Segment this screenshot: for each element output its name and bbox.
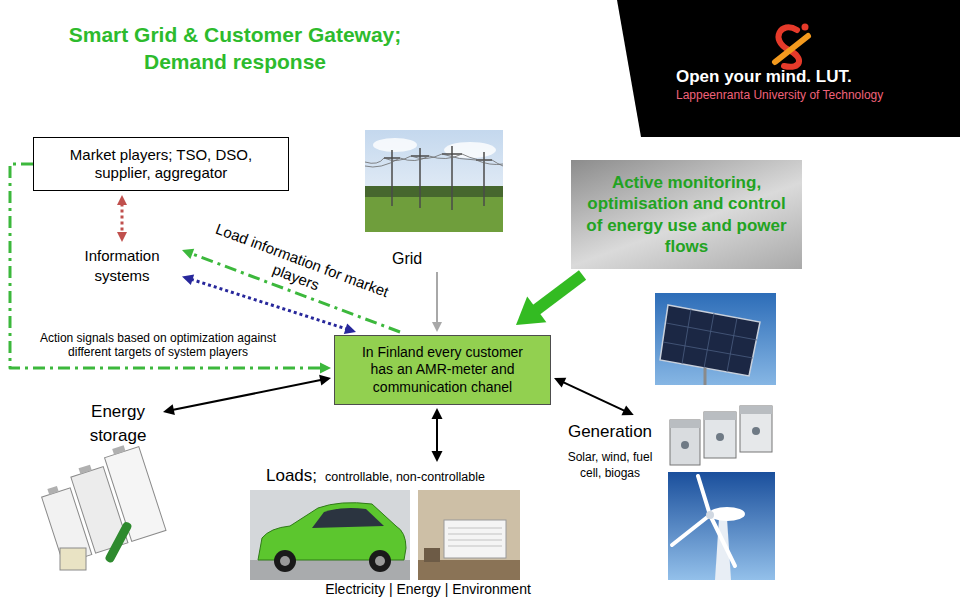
node-text: Energy storage <box>78 400 158 448</box>
node-text: Information systems <box>67 246 177 287</box>
arrow-head <box>320 363 331 374</box>
arrow-head <box>344 323 356 333</box>
node-text: Loads; <box>266 466 317 486</box>
arrow-head <box>621 405 633 415</box>
arrow-head <box>432 408 443 419</box>
logo-slogan: Open your mind. LUT. <box>676 67 852 87</box>
node-text: Active monitoring, optimisation and cont… <box>579 172 794 257</box>
arrow-head <box>182 274 194 284</box>
node-text: Grid <box>392 249 422 268</box>
wind-turbine-photo <box>668 472 775 580</box>
arrow-head <box>319 375 331 386</box>
arrow-head <box>182 249 194 259</box>
connector-line <box>436 417 438 452</box>
node-text: In Finland every customer has an AMR-met… <box>349 344 536 397</box>
arrow-head <box>432 451 443 462</box>
logo-band <box>617 0 960 137</box>
diagram-title: Smart Grid & Customer Gateway; Demand re… <box>55 21 415 75</box>
red-dotted-arrow <box>117 195 127 242</box>
monitoring-box: Active monitoring, optimisation and cont… <box>571 160 802 269</box>
black-arrow <box>432 408 443 462</box>
arrow-head <box>163 404 175 415</box>
connector-line <box>534 275 583 312</box>
arrow-head <box>432 322 442 332</box>
black-arrow <box>554 378 634 416</box>
big-green-arrow <box>516 275 583 325</box>
storage-heater-photo <box>418 490 520 580</box>
solar-panel-photo <box>655 293 776 385</box>
grid-node: Grid <box>365 128 505 270</box>
connector-line <box>172 380 322 410</box>
loads-node: Loads; controllable, non-controllable <box>266 466 524 486</box>
connector-line <box>436 272 438 324</box>
connector-line <box>562 382 625 411</box>
market-players-box: Market players; TSO, DSO, supplier, aggr… <box>33 137 289 191</box>
arrow-head <box>117 232 127 242</box>
black-arrow <box>163 375 331 415</box>
node-subtext: controllable, non-controllable <box>325 470 485 485</box>
node-text: Generation <box>568 421 652 443</box>
logo-ampersand <box>775 24 809 67</box>
arrow-head <box>516 297 546 325</box>
grid-photo <box>365 130 503 232</box>
node-text: Market players; TSO, DSO, supplier, aggr… <box>40 146 282 182</box>
edge-label: Load information for market players <box>195 215 404 323</box>
footer-text: Electricity | Energy | Environment <box>300 581 556 597</box>
information-systems-node: Information systems <box>67 246 177 287</box>
connector-line <box>121 204 124 234</box>
grey-arrow <box>432 272 442 332</box>
logo-university: Lappeenranta University of Technology <box>676 88 883 102</box>
arrow-head <box>554 378 566 388</box>
energy-storage-node: Energy storage <box>78 400 158 448</box>
meter-box: In Finland every customer has an AMR-met… <box>334 335 551 405</box>
arrow-head <box>117 195 127 205</box>
edge-label: Action signals based on optimization aga… <box>18 331 298 360</box>
electric-car-photo <box>250 490 410 580</box>
fuel-cell-photo <box>670 406 772 465</box>
battery-photo <box>34 441 166 570</box>
generation-node: GenerationSolar, wind, fuel cell, biogas <box>556 421 664 481</box>
node-subtext: Solar, wind, fuel cell, biogas <box>556 449 664 481</box>
